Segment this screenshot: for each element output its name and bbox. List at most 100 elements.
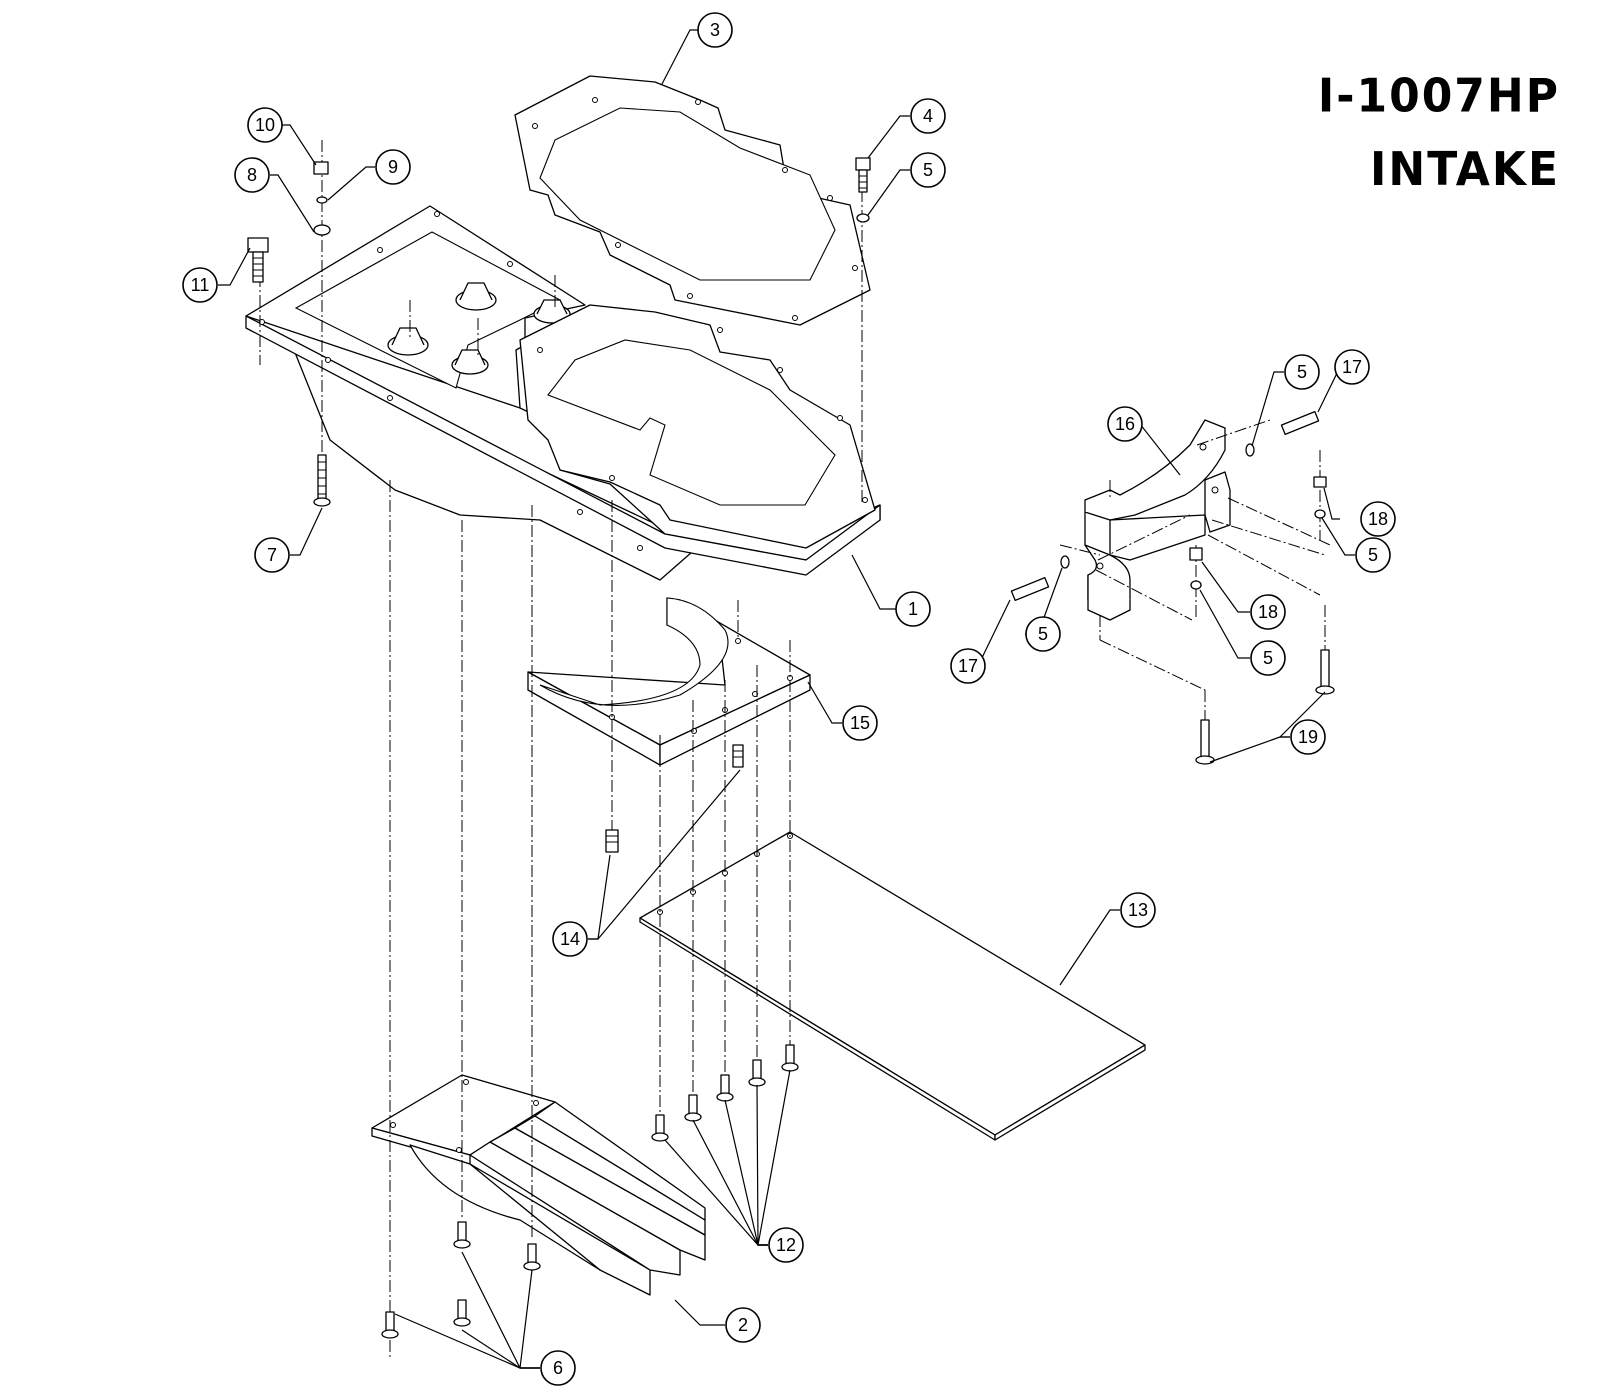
part-3-holes (532, 97, 858, 321)
balloon-7: 7 (254, 537, 290, 573)
balloon-label: 5 (1038, 624, 1048, 644)
balloon-circle (895, 591, 931, 627)
leader-lines (218, 29, 1355, 1369)
balloon-circle (950, 648, 986, 684)
balloon-5: 5 (1284, 354, 1320, 390)
balloon-label: 5 (1368, 545, 1378, 565)
balloon-label: 15 (850, 713, 870, 733)
balloon-label: 3 (710, 20, 720, 40)
balloon-circle (540, 1350, 576, 1386)
balloon-label: 1 (908, 599, 918, 619)
balloon-5: 5 (1355, 537, 1391, 573)
balloon-circle (247, 107, 283, 143)
balloon-circle (910, 152, 946, 188)
balloon-label: 17 (1342, 357, 1362, 377)
balloon-circle (725, 1307, 761, 1343)
part-17-cap-screw-left (1010, 576, 1050, 602)
balloon-circle (182, 267, 218, 303)
part-1-intake-housing (245, 205, 881, 581)
part-12-screws (651, 1044, 799, 1142)
balloon-4: 4 (910, 98, 946, 134)
part-3-gasket-plate (514, 75, 871, 326)
balloon-8: 8 (234, 157, 270, 193)
centerlines (259, 140, 1331, 1360)
balloon-circle (910, 98, 946, 134)
balloon-16: 16 (1107, 406, 1143, 442)
balloon-circle (1250, 594, 1286, 630)
balloon-label: 11 (191, 275, 210, 295)
balloon-label: 7 (267, 545, 277, 565)
part-11-hex-bolt (247, 237, 269, 283)
balloon-circle (768, 1227, 804, 1263)
balloon-circle (1355, 537, 1391, 573)
balloon-circle (375, 149, 411, 185)
balloon-label: 13 (1128, 900, 1148, 920)
balloon-label: 18 (1368, 509, 1388, 529)
balloon-label: 8 (247, 165, 257, 185)
balloon-circle (1120, 892, 1156, 928)
balloon-circle (234, 157, 270, 193)
balloon-circle (1250, 640, 1286, 676)
balloon-circle (1290, 719, 1326, 755)
balloon-18: 18 (1250, 594, 1286, 630)
balloon-circle (1360, 501, 1396, 537)
balloon-label: 17 (958, 656, 978, 676)
part-14-screw-a (605, 829, 619, 853)
balloon-2: 2 (725, 1307, 761, 1343)
balloon-circle (697, 12, 733, 48)
balloon-label: 2 (738, 1315, 748, 1335)
balloon-label: 18 (1258, 602, 1278, 622)
balloon-14: 14 (552, 921, 588, 957)
part-17-cap-screw-right (1280, 410, 1320, 436)
intake-cones (387, 282, 571, 375)
balloon-label: 6 (553, 1358, 563, 1378)
balloon-6: 6 (540, 1350, 576, 1386)
balloon-circle (842, 705, 878, 741)
drawing-title: I-1007HP INTAKE (1317, 69, 1560, 197)
part-18-nut-a (1313, 476, 1327, 488)
balloon-15: 15 (842, 705, 878, 741)
balloon-circle (254, 537, 290, 573)
balloon-12: 12 (768, 1227, 804, 1263)
part-9-lock-washer (316, 196, 328, 204)
balloon-label: 5 (1297, 362, 1307, 382)
balloon-label: 5 (923, 160, 933, 180)
balloon-17: 17 (1334, 349, 1370, 385)
balloon-label: 12 (776, 1235, 796, 1255)
part-7-screw (313, 454, 331, 507)
part-18-nut-b (1189, 547, 1203, 561)
part-14-screw-b (732, 744, 744, 768)
part-8-flat-washer (313, 224, 331, 236)
balloon-circle (1334, 349, 1370, 385)
part-2-intake-grate (371, 1074, 706, 1296)
part-13-ride-plate (639, 831, 1146, 1141)
part-5-washers-clamp (1060, 443, 1326, 590)
part-4-hex-bolt (855, 157, 871, 193)
balloon-5: 5 (1250, 640, 1286, 676)
balloon-label: 5 (1263, 648, 1273, 668)
balloon-circle (552, 921, 588, 957)
balloon-circle (1025, 616, 1061, 652)
balloon-label: 14 (560, 929, 580, 949)
part-15-ride-plate-bracket (527, 597, 811, 766)
balloon-label: 19 (1298, 727, 1318, 747)
balloon-label: 9 (388, 157, 398, 177)
part-16-clamp-block (1084, 419, 1231, 621)
balloon-label: 4 (923, 106, 933, 126)
balloon-label: 10 (255, 115, 275, 135)
part-5-washer-top (856, 213, 870, 223)
balloon-label: 16 (1115, 414, 1135, 434)
fasteners (247, 157, 1335, 1339)
balloon-5: 5 (1025, 616, 1061, 652)
part-10-nut (313, 161, 329, 175)
balloon-1: 1 (895, 591, 931, 627)
balloon-10: 10 (247, 107, 283, 143)
balloon-circle (1284, 354, 1320, 390)
balloon-3: 3 (697, 12, 733, 48)
part-6-screws (381, 1221, 541, 1339)
balloon-11: 11 (182, 267, 218, 303)
balloon-5: 5 (910, 152, 946, 188)
